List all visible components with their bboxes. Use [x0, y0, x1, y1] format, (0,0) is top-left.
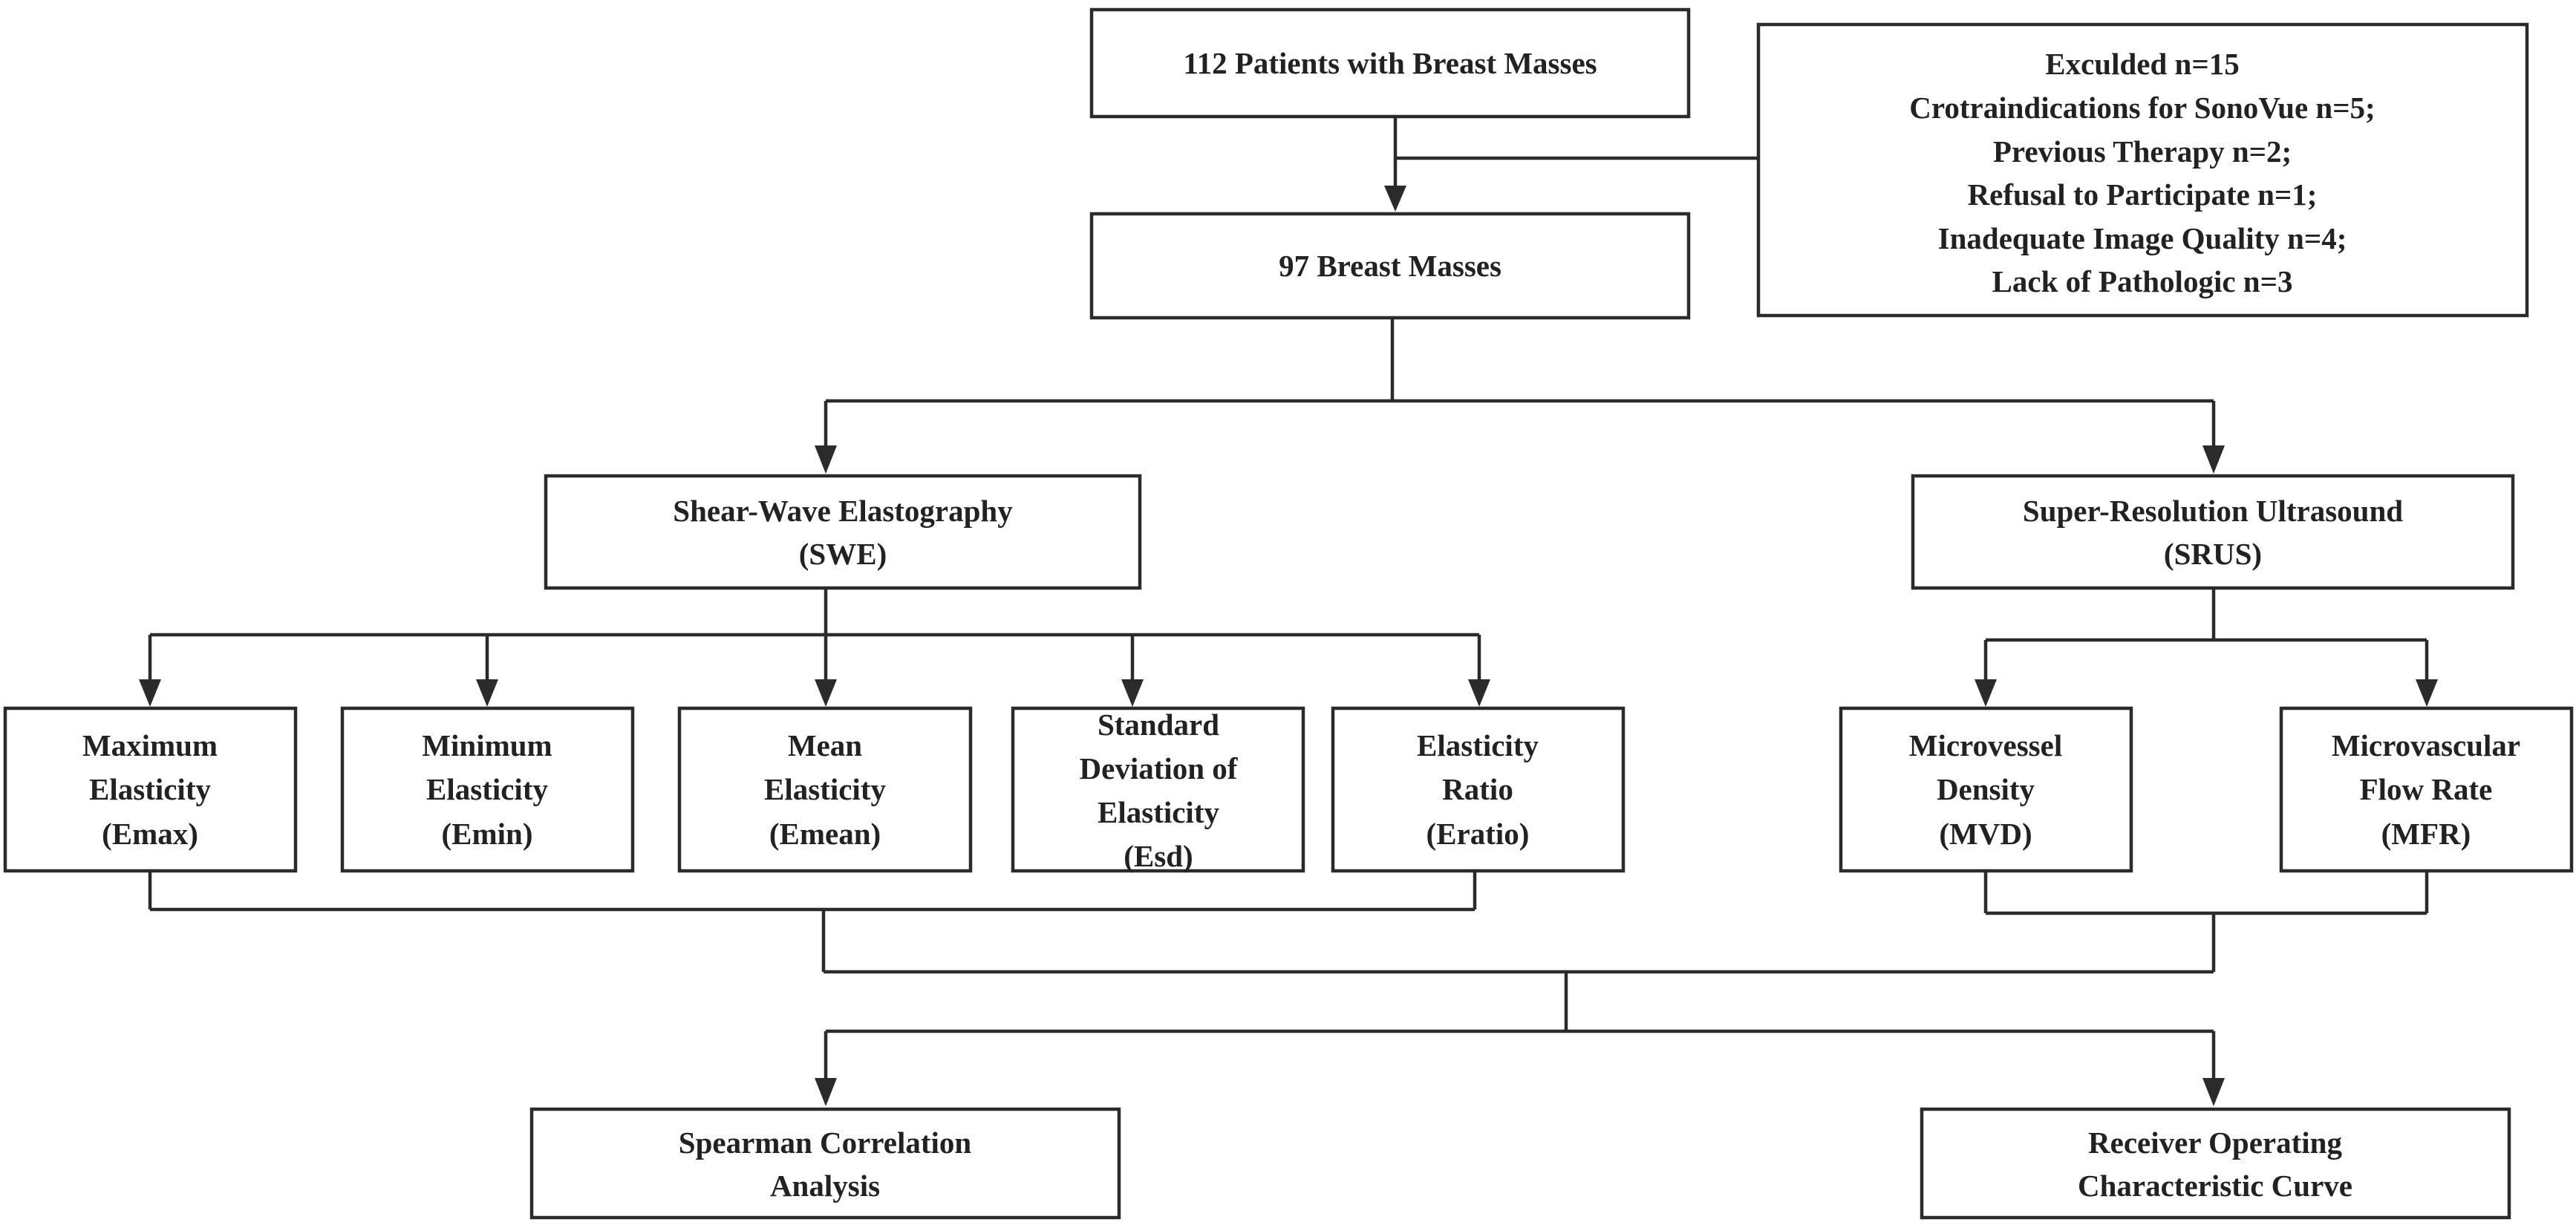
eratio-label-line: Elasticity: [1417, 728, 1539, 762]
arrowhead-roc: [2202, 1078, 2225, 1106]
srus-box: Super-Resolution Ultrasound (SRUS): [1911, 474, 2515, 590]
swe-label-line1: Shear-Wave Elastography: [673, 494, 1013, 528]
arrowhead-eratio: [1468, 679, 1490, 707]
mvd-label-line: Density: [1937, 772, 2035, 806]
arrowhead-swe: [815, 445, 837, 474]
arrowhead-srus: [2202, 445, 2225, 474]
mvd-label-line: (MVD): [1939, 817, 2032, 851]
mfr-label-line: Microvascular: [2332, 728, 2520, 762]
mfr-label-line: Flow Rate: [2360, 772, 2493, 806]
emax-box: Maximum Elasticity (Emax): [3, 706, 298, 873]
spearman-box: Spearman Correlation Analysis: [529, 1107, 1121, 1220]
masses-box: 97 Breast Masses: [1089, 212, 1691, 320]
excluded-reason: Lack of Pathologic n=3: [1992, 264, 2293, 298]
patients-label: 112 Patients with Breast Masses: [1183, 46, 1597, 80]
roc-label-line1: Receiver Operating: [2088, 1126, 2342, 1160]
excluded-reason: Crotraindications for SonoVue n=5;: [1909, 91, 2375, 125]
arrowhead-emax: [139, 679, 161, 707]
excluded-reason: Previous Therapy n=2;: [1993, 134, 2292, 169]
excluded-reason: Refusal to Participate n=1;: [1968, 177, 2318, 212]
arrowhead-mvd: [1975, 679, 1997, 707]
arrowhead-emean: [815, 679, 837, 707]
roc-box: Receiver Operating Characteristic Curve: [1920, 1107, 2511, 1220]
swe-label-line2: (SWE): [799, 537, 887, 571]
mvd-box: Microvessel Density (MVD): [1839, 706, 2133, 873]
patients-box: 112 Patients with Breast Masses: [1089, 7, 1691, 119]
eratio-label-line: (Eratio): [1426, 817, 1530, 851]
masses-label: 97 Breast Masses: [1279, 249, 1501, 283]
mvd-label-line: Microvessel: [1909, 728, 2062, 762]
esd-label-line: Standard: [1098, 708, 1219, 742]
srus-label-line2: (SRUS): [2164, 537, 2262, 571]
swe-box: Shear-Wave Elastography (SWE): [544, 474, 1142, 590]
emean-label-line: Mean: [788, 728, 862, 762]
emin-label-line: Minimum: [422, 728, 552, 762]
arrowhead-spearman: [815, 1078, 837, 1106]
emin-label-line: (Emin): [442, 817, 533, 851]
roc-label-line2: Characteristic Curve: [2078, 1169, 2352, 1203]
emax-label-line: Elasticity: [89, 772, 211, 806]
emin-box: Minimum Elasticity (Emin): [340, 706, 635, 873]
excluded-box: Exculded n=15 Crotraindications for Sono…: [1756, 22, 2529, 318]
mfr-box: Microvascular Flow Rate (MFR): [2279, 706, 2574, 873]
emean-label-line: Elasticity: [764, 772, 886, 806]
emean-box: Mean Elasticity (Emean): [677, 706, 973, 873]
connectors: [139, 117, 2438, 1106]
emax-label-line: Maximum: [82, 728, 218, 762]
eratio-box: Elasticity Ratio (Eratio): [1331, 706, 1626, 873]
esd-box: Standard Deviation of Elasticity (Esd): [1011, 706, 1305, 873]
arrowhead-masses: [1384, 186, 1406, 212]
arrowhead-mfr: [2416, 679, 2438, 707]
esd-label-line: Elasticity: [1098, 795, 1219, 829]
emean-label-line: (Emean): [769, 817, 881, 851]
spearman-label-line1: Spearman Correlation: [679, 1126, 972, 1160]
arrowhead-emin: [476, 679, 498, 707]
eratio-label-line: Ratio: [1442, 772, 1513, 806]
esd-label-line: (Esd): [1124, 839, 1193, 873]
arrowhead-esd: [1121, 679, 1144, 707]
spearman-label-line2: Analysis: [770, 1169, 880, 1203]
excluded-title: Exculded n=15: [2045, 47, 2239, 81]
emin-label-line: Elasticity: [426, 772, 548, 806]
excluded-reason: Inadequate Image Quality n=4;: [1938, 221, 2347, 255]
emax-label-line: (Emax): [102, 817, 198, 851]
srus-label-line1: Super-Resolution Ultrasound: [2023, 494, 2403, 528]
mfr-label-line: (MFR): [2381, 817, 2471, 851]
esd-label-line: Deviation of: [1080, 751, 1239, 785]
